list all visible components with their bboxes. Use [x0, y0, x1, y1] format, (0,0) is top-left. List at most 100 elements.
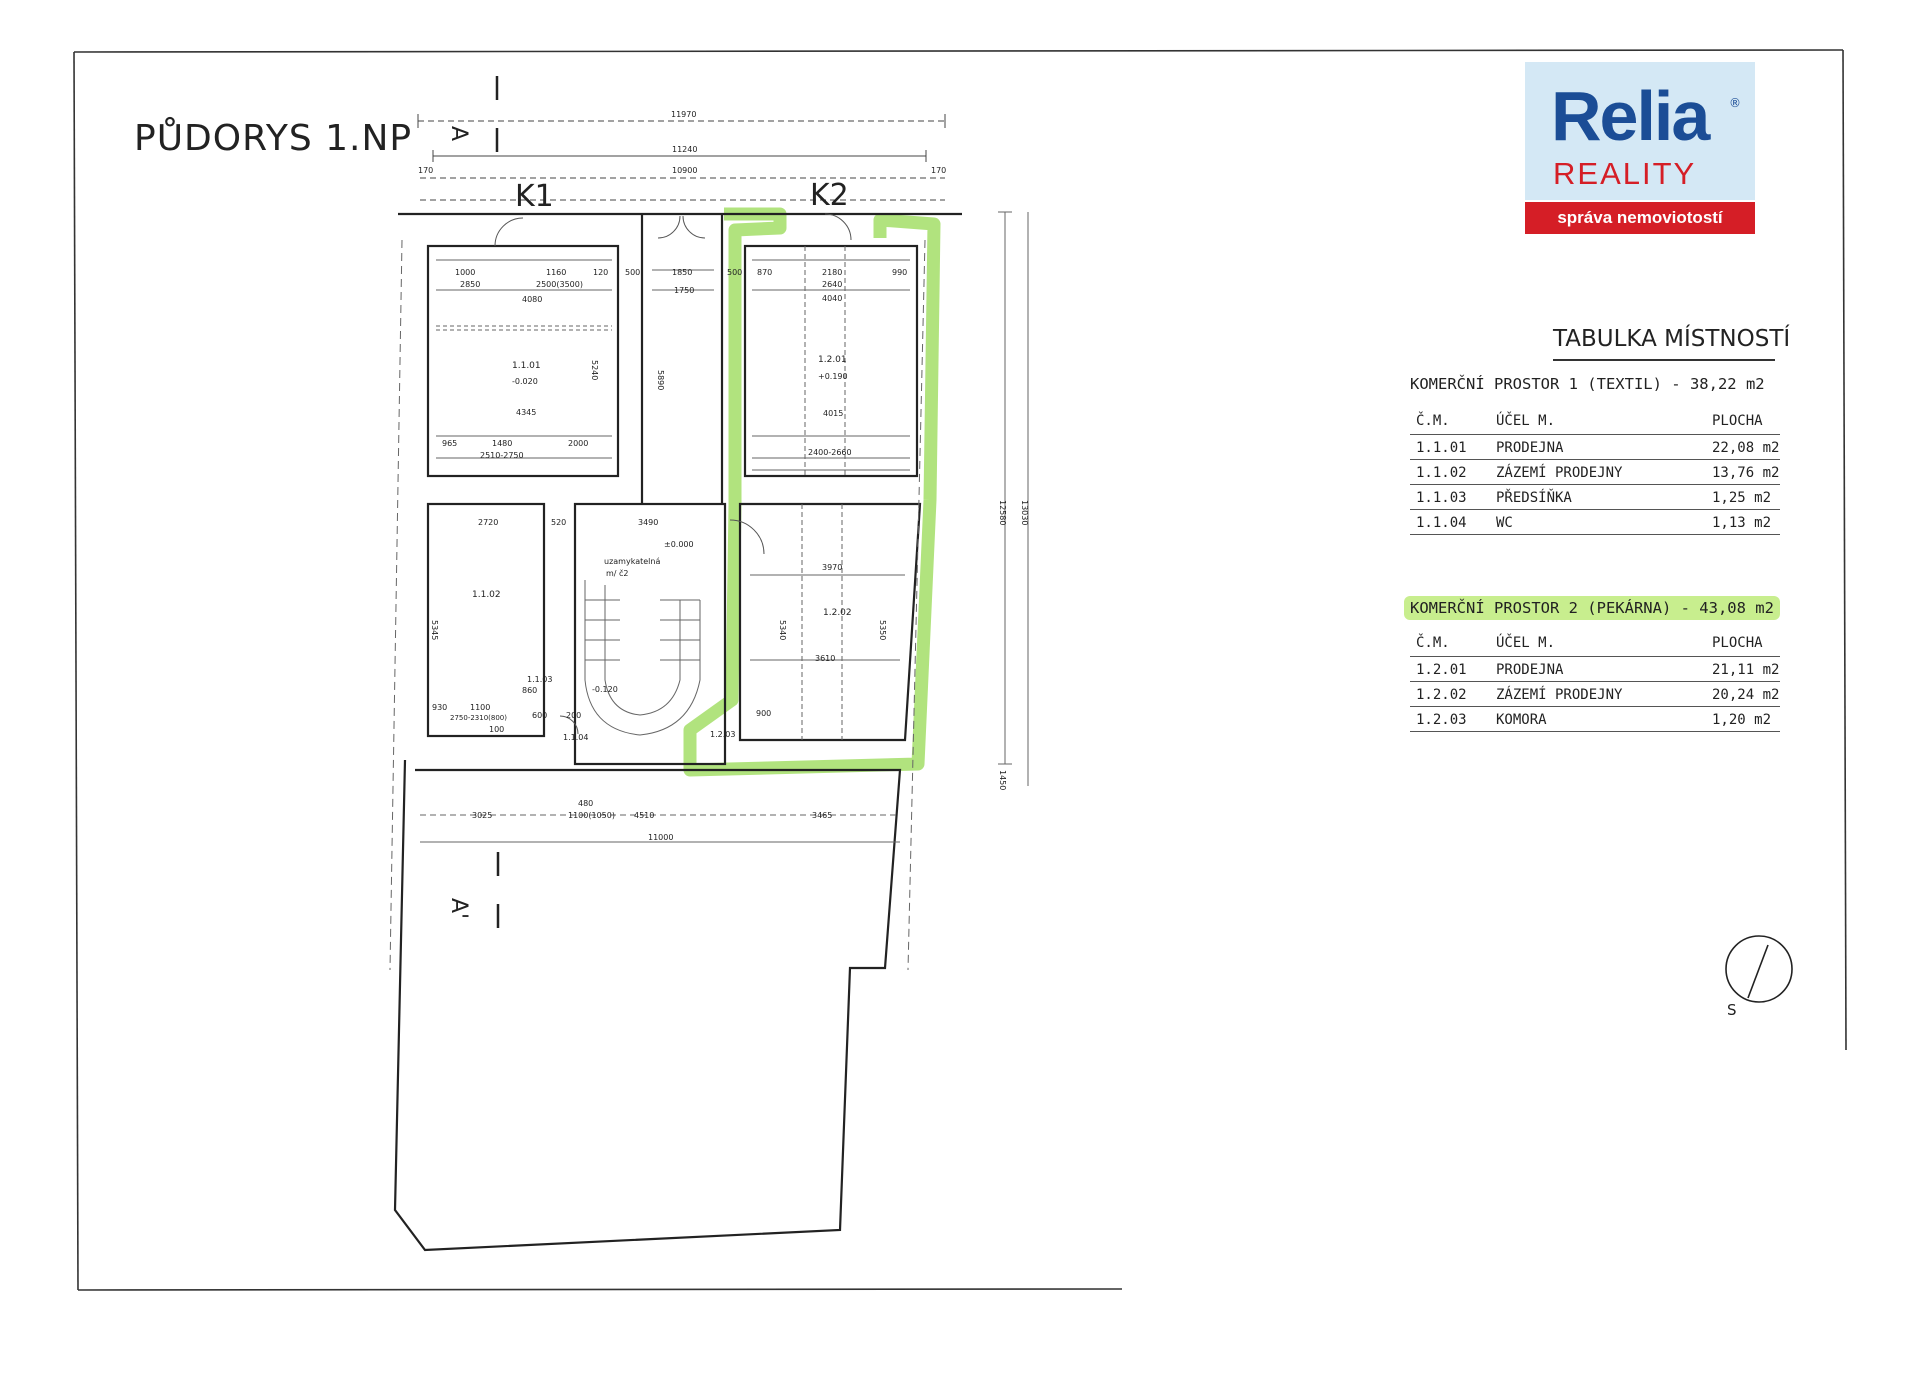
dim-label: 480 [578, 799, 593, 808]
dim-label: 13030 [1020, 500, 1029, 525]
dim-label: 965 [442, 439, 457, 448]
dim-label: 100 [489, 725, 504, 734]
dim-label: 4345 [516, 408, 536, 417]
room-label: 1.2.01 [818, 355, 847, 365]
dim-label: 2750-2310(800) [450, 714, 507, 722]
dim-label: 1100 [470, 703, 490, 712]
room-id: 1.1.01 [1416, 440, 1467, 456]
logo-registered-mark: ® [1729, 96, 1741, 110]
logo-tagline: správa nemoviotostí [1525, 202, 1755, 234]
dim-label: 1750 [674, 286, 694, 295]
dim-label: 3465 [812, 811, 832, 820]
room-area: 22,08 m2 [1712, 440, 1780, 456]
dim-label: 600 [532, 711, 547, 720]
room-id: 1.2.03 [1416, 712, 1467, 728]
col-header-area: PLOCHA [1712, 635, 1763, 651]
table-row: 1.1.02 ZÁZEMÍ PRODEJNY 13,76 m2 [1410, 460, 1780, 485]
dim-label: 11970 [671, 110, 696, 119]
dim-label: 1000 [455, 268, 475, 277]
dim-label: 5350 [878, 620, 887, 640]
dim-label: 2000 [568, 439, 588, 448]
room-use: KOMORA [1496, 712, 1547, 728]
section-mark-a-prime: A' [446, 898, 471, 919]
dim-label: 1480 [492, 439, 512, 448]
table-row: 1.1.01 PRODEJNA 22,08 m2 [1410, 435, 1780, 460]
room-use: ZÁZEMÍ PRODEJNY [1496, 465, 1623, 481]
note-label: m/ č2 [606, 568, 629, 578]
room-id: 1.2.01 [1416, 662, 1467, 678]
room-area: 1,25 m2 [1712, 490, 1772, 506]
col-header-area: PLOCHA [1712, 413, 1763, 429]
note-label: uzamykatelná [604, 557, 660, 566]
heading-underline [1553, 359, 1775, 361]
dim-label: 1450 [998, 770, 1007, 790]
dim-label: 120 [593, 268, 608, 277]
room-area: 21,11 m2 [1712, 662, 1780, 678]
logo-background [1525, 62, 1755, 200]
col-header-id: Č.M. [1416, 635, 1450, 651]
dim-label: 3025 [472, 811, 492, 820]
dim-label: 990 [892, 268, 907, 277]
unit-k1-label: K1 [515, 179, 554, 214]
dim-label: 200 [566, 711, 581, 720]
room-label: 1.1.04 [563, 733, 588, 742]
dim-label: 1100(1050) [568, 811, 615, 820]
table-row: 1.2.03 KOMORA 1,20 m2 [1410, 707, 1780, 732]
dim-label: 2510-2750 [480, 451, 524, 460]
dim-label: 3610 [815, 654, 835, 663]
dim-label: 10900 [672, 166, 697, 175]
dim-label: 5345 [430, 620, 439, 640]
dim-label: 3970 [822, 563, 842, 572]
dim-label: 500 [727, 268, 742, 277]
table-row: 1.1.04 WC 1,13 m2 [1410, 510, 1780, 535]
dim-label: 870 [757, 268, 772, 277]
room-label: 1.1.03 [527, 675, 552, 684]
room-id: 1.1.02 [1416, 465, 1467, 481]
section-mark-a: A [446, 126, 471, 141]
room-id: 1.1.04 [1416, 515, 1467, 531]
table-row: 1.1.03 PŘEDSÍŇKA 1,25 m2 [1410, 485, 1780, 510]
room-table-section-2: KOMERČNÍ PROSTOR 2 (PEKÁRNA) - 43,08 m2 … [1404, 596, 1780, 732]
room-table-section-1: KOMERČNÍ PROSTOR 1 (TEXTIL) - 38,22 m2 Č… [1410, 372, 1780, 535]
dim-label: 11000 [648, 833, 673, 842]
dim-label: 5890 [656, 370, 665, 390]
col-header-id: Č.M. [1416, 413, 1450, 429]
dim-label: 2500(3500) [536, 280, 583, 289]
dim-label: 3490 [638, 518, 658, 527]
room-id: 1.2.02 [1416, 687, 1467, 703]
dim-label: 4510 [634, 811, 654, 820]
table-row: 1.2.01 PRODEJNA 21,11 m2 [1410, 657, 1780, 682]
relia-logo: Relia ® REALITY správa nemoviotostí [1525, 62, 1755, 234]
dim-label: 4040 [822, 294, 842, 303]
room-area: 20,24 m2 [1712, 687, 1780, 703]
dim-label: 930 [432, 703, 447, 712]
level-label: -0.120 [592, 685, 618, 694]
logo-subbrand: REALITY [1553, 156, 1697, 191]
dim-label: 170 [931, 166, 946, 175]
section-title-highlighted: KOMERČNÍ PROSTOR 2 (PEKÁRNA) - 43,08 m2 [1404, 596, 1780, 620]
room-use: PRODEJNA [1496, 440, 1564, 456]
dim-label: 2720 [478, 518, 498, 527]
room-label: 1.1.02 [472, 590, 501, 600]
table-row: 1.2.02 ZÁZEMÍ PRODEJNY 20,24 m2 [1410, 682, 1780, 707]
table-header-row: Č.M. ÚČEL M. PLOCHA [1410, 408, 1780, 435]
room-use: PRODEJNA [1496, 662, 1564, 678]
dim-label: 500 [625, 268, 640, 277]
k2-highlight [683, 207, 941, 777]
col-header-use: ÚČEL M. [1496, 635, 1556, 651]
dim-label: 860 [522, 686, 537, 695]
dim-label: 5340 [778, 620, 787, 640]
plan-title: PŮDORYS 1.NP [134, 118, 413, 159]
room-label: 1.1.01 [512, 361, 541, 371]
room-area: 1,20 m2 [1712, 712, 1772, 728]
room-table-heading: TABULKA MÍSTNOSTÍ [1553, 326, 1791, 352]
dim-label: 4080 [522, 295, 542, 304]
room-use: ZÁZEMÍ PRODEJNY [1496, 687, 1623, 703]
room-use: PŘEDSÍŇKA [1496, 490, 1572, 506]
dim-label: 170 [418, 166, 433, 175]
dim-label: 11240 [672, 145, 697, 154]
room-label: 1.2.03 [710, 730, 735, 739]
dim-label: 2850 [460, 280, 480, 289]
dim-label: 2180 [822, 268, 842, 277]
dim-label: 2640 [822, 280, 842, 289]
